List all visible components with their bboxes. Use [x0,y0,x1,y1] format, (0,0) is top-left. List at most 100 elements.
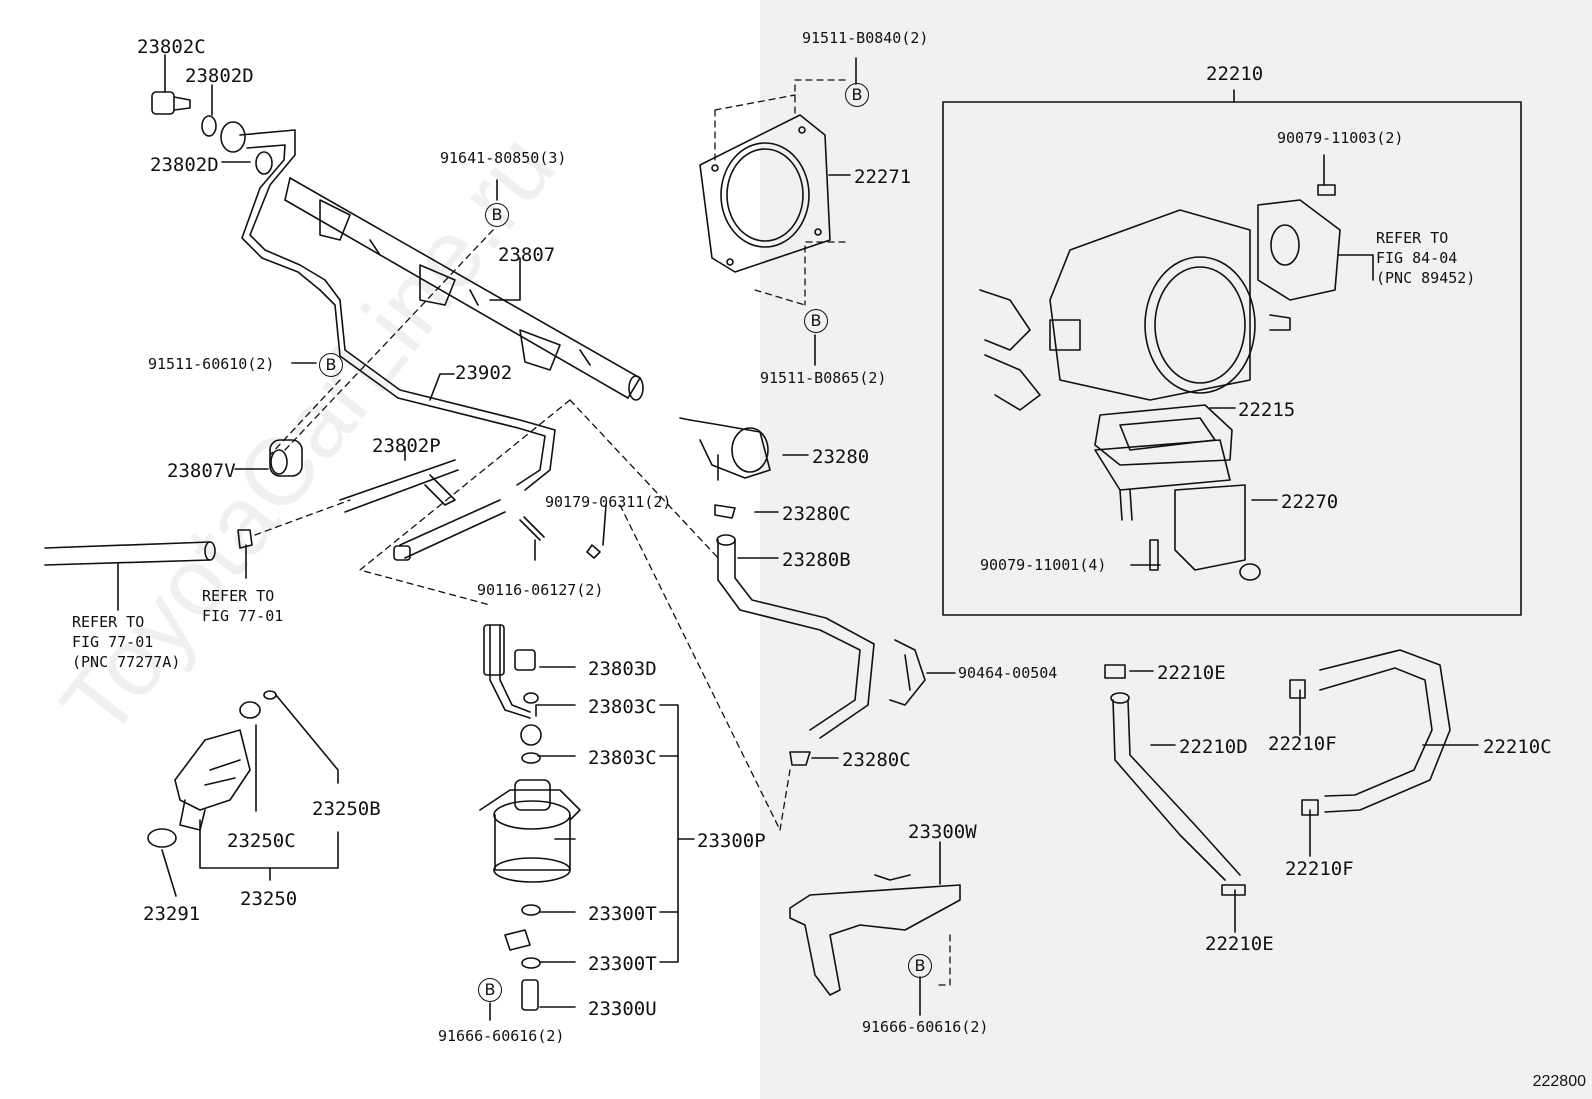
label-23807: 23807 [498,244,556,266]
label-23280: 23280 [812,446,870,468]
insulator [239,701,261,719]
ref-line: FIG 84-04 [1376,249,1458,267]
label-23250C: 23250C [227,830,296,852]
label-23802C: 23802C [137,36,206,58]
clip-22210e-bottom [1221,884,1246,896]
clip-22210f-bottom [1301,799,1319,816]
ref-line: FIG 77-01 [72,633,154,651]
label-23803C-2: 23803C [588,747,657,769]
regulator-pipe [483,624,531,719]
fuel-injector [174,729,251,831]
ref-line: (PNC 77277A) [72,653,181,671]
ref-fig84: REFER TO FIG 84-04 (PNC 89452) [1376,228,1475,288]
label-22271: 22271 [854,166,912,188]
label-23803C-1: 23803C [588,696,657,718]
ref-fig77-hose: REFER TO FIG 77-01 (PNC 77277A) [72,612,180,672]
label-22210F-2: 22210F [1285,858,1354,880]
label-23802P: 23802P [372,435,441,457]
injector-seal [147,828,177,848]
clip-23280c-top [714,504,736,519]
label-91666-60616-left: 91666-60616(2) [438,1027,565,1045]
gasket-22215 [1094,404,1233,466]
label-22270: 22270 [1281,491,1339,513]
label-91511-B0865: 91511-B0865(2) [760,369,887,387]
ref-line: REFER TO [1376,229,1449,247]
marker-b-91666-right: B [908,954,932,978]
hose-23280b [716,534,875,739]
label-23250B: 23250B [312,798,381,820]
ref-line: (PNC 89452) [1376,269,1476,287]
label-23300T-2: 23300T [588,953,657,975]
dashed-lines [254,79,951,986]
fuel-hose-left [44,541,216,566]
hose-22210c [1319,649,1451,813]
label-23300W: 23300W [908,821,977,843]
clip-23280c-bottom [789,751,811,766]
union-bolt [151,91,191,115]
hose-22210d [1110,692,1241,881]
ref-line: FIG 77-01 [202,607,284,625]
label-22210D: 22210D [1179,736,1248,758]
fuel-pipe-23902-end [393,499,506,561]
vsv-23280 [679,417,771,481]
label-22210: 22210 [1206,63,1264,85]
throttle-body-group-box [942,101,1522,616]
clip-22210e-top [1104,664,1126,679]
label-22210C: 22210C [1483,736,1552,758]
label-91641-80850: 91641-80850(3) [440,149,567,167]
label-90079-11001: 90079-11001(4) [980,556,1107,574]
screw-90079-11001 [1149,539,1159,571]
label-23802D-mid: 23802D [150,154,219,176]
hose-clip-90464 [889,639,926,706]
label-22210E-1: 22210E [1157,662,1226,684]
fuel-pipe-23802p [339,459,459,513]
label-23280C-2: 23280C [842,749,911,771]
gasket-ring [201,115,217,137]
clip-22210f-top [1289,679,1306,699]
label-22215: 22215 [1238,399,1296,421]
label-22210E-2: 22210E [1205,933,1274,955]
label-23250: 23250 [240,888,298,910]
label-90116-06127: 90116-06127(2) [477,581,604,599]
label-23807V: 23807V [167,460,236,482]
label-90179-06311: 90179-06311(2) [545,493,672,511]
label-91511-B0840: 91511-B0840(2) [802,29,929,47]
bracket-23300w [789,874,961,996]
throttle-position-sensor [1257,199,1341,301]
label-23300T-1: 23300T [588,903,657,925]
label-23902: 23902 [455,362,513,384]
label-90079-11003: 90079-11003(2) [1277,129,1404,147]
idle-air-control-valve [1094,439,1261,581]
background-panel [760,0,1592,1099]
label-91511-60610: 91511-60610(2) [148,355,275,373]
screw-90079-11003 [1317,184,1336,196]
marker-b-91511-b0865: B [804,309,828,333]
label-23300P: 23300P [697,830,766,852]
fuel-rail [284,177,644,401]
label-23803D: 23803D [588,658,657,680]
pressure-damper [269,439,303,477]
label-23280C-1: 23280C [782,503,851,525]
ref-line: REFER TO [72,613,145,631]
throttle-body [979,209,1291,411]
label-22210F-1: 22210F [1268,733,1337,755]
nut [586,544,601,559]
ref-fig77-clip: REFER TO FIG 77-01 [202,586,283,626]
label-23280B: 23280B [782,549,851,571]
fuel-pressure-regulator [479,649,581,1011]
label-23802D-top: 23802D [185,65,254,87]
hose-clip [237,529,253,549]
marker-b-91511-b0840: B [845,83,869,107]
o-ring-top [263,690,277,700]
marker-b-91511-60610: B [319,353,343,377]
marker-b-91641: B [485,203,509,227]
stud-bolt [519,516,545,541]
label-91666-60616-right: 91666-60616(2) [862,1018,989,1036]
throttle-gasket-22271 [699,114,831,273]
ref-line: REFER TO [202,587,275,605]
marker-b-91666-left: B [478,978,502,1002]
label-23291: 23291 [143,903,201,925]
leader-lines [117,54,1479,1021]
